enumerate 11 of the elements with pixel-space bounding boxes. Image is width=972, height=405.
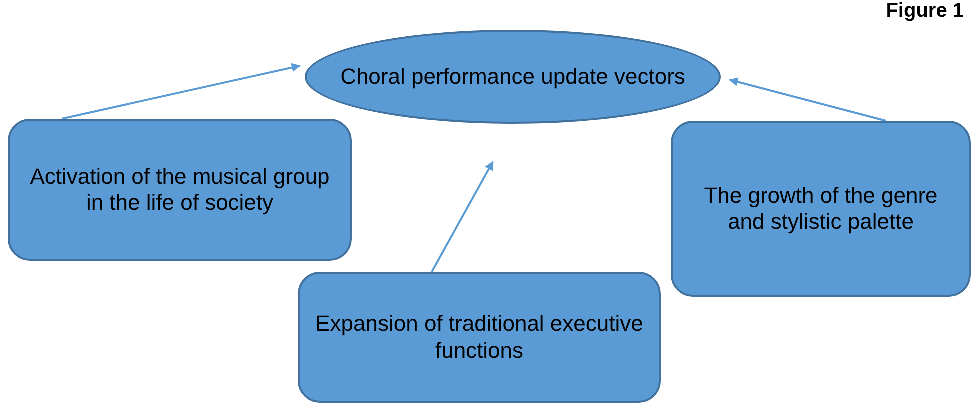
rounded-box (298, 272, 661, 403)
rounded-box (671, 121, 971, 297)
node-text: Expansion of traditional executive functions (314, 311, 644, 364)
figure-title: Figure 1 (886, 0, 964, 23)
node-text: Activation of the musical group in the life of society (29, 164, 331, 216)
node-text: Choral performance update vectors (340, 64, 686, 90)
node-text: The growth of the genre and stylistic palette (703, 182, 939, 236)
arrow (431, 161, 494, 272)
arrow (729, 78, 886, 122)
arrow (62, 63, 301, 120)
rounded-box (8, 119, 352, 261)
